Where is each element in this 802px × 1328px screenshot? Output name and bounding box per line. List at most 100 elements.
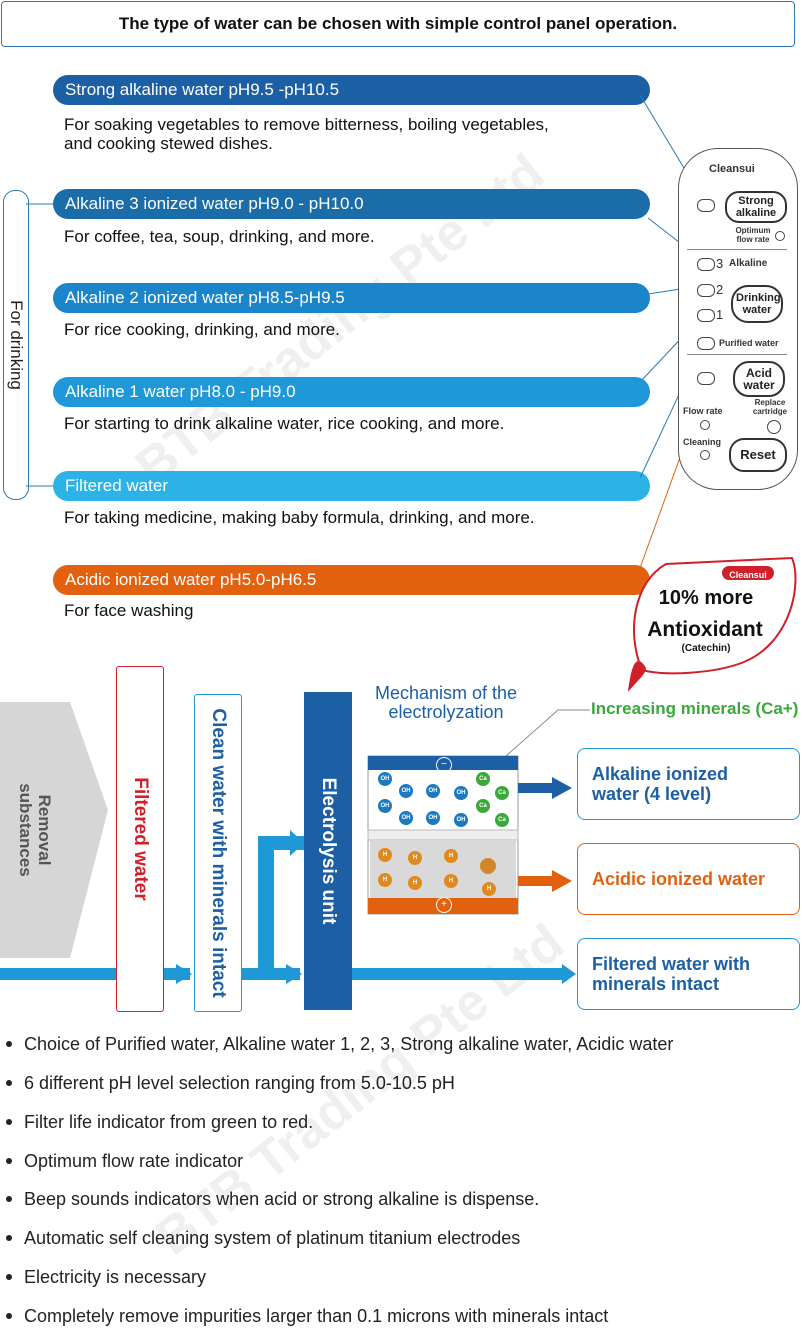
- water-type-label: Acidic ionized water pH5.0-pH6.5: [65, 570, 317, 589]
- desc-line: and cooking stewed dishes.: [64, 134, 273, 153]
- feature-text: 6 different pH level selection ranging f…: [24, 1073, 455, 1093]
- hydrogen-ion: H: [444, 874, 458, 888]
- hydrogen-ion: H: [408, 851, 422, 865]
- hydrogen-ion: H: [378, 873, 392, 887]
- badge-line-1: 10% more: [658, 587, 754, 609]
- replace-cartridge-indicator: [767, 420, 781, 434]
- water-type-label: Filtered water: [65, 476, 168, 495]
- water-type-bar-alkaline-1: Alkaline 1 water pH8.0 - pH9.0: [53, 377, 650, 407]
- panel-divider: [687, 354, 787, 355]
- feature-text: Automatic self cleaning system of platin…: [24, 1228, 521, 1248]
- hydrogen-ion: H: [444, 849, 458, 863]
- drinking-water-label: Drinking water: [736, 292, 781, 316]
- bullet-dot: [6, 1080, 12, 1086]
- water-type-desc: For rice cooking, drinking, and more.: [64, 320, 340, 339]
- water-type-label: Strong alkaline water pH9.5 -pH10.5: [65, 80, 340, 99]
- output-acidic-text: Acidic ionized water: [592, 869, 766, 889]
- electrode-plus: +: [436, 897, 452, 913]
- feature-text: Optimum flow rate indicator: [24, 1151, 244, 1171]
- level-2-label: 2: [716, 282, 724, 297]
- hydroxide-ion: OH: [426, 811, 440, 825]
- water-type-desc: For soaking vegetables to remove bittern…: [64, 115, 549, 153]
- water-type-bar-alkaline-3: Alkaline 3 ionized water pH9.0 - pH10.0: [53, 189, 650, 219]
- water-molecule: [480, 858, 496, 874]
- electrolysis-unit: Electrolysis unit: [304, 692, 352, 1010]
- panel-divider: [687, 249, 787, 250]
- cleaning-indicator: [700, 450, 710, 460]
- bullet-dot: [6, 1313, 12, 1319]
- calcium-ion: Ca: [476, 799, 490, 813]
- hydrogen-ion: H: [482, 882, 496, 896]
- water-type-bar-filtered: Filtered water: [53, 471, 650, 501]
- water-type-desc: For coffee, tea, soup, drinking, and mor…: [64, 227, 375, 246]
- strong-alkaline-button[interactable]: Strong alkaline: [725, 191, 787, 223]
- acid-water-label: Acid water: [743, 366, 775, 392]
- water-type-bar-acidic: Acidic ionized water pH5.0-pH6.5: [53, 565, 650, 595]
- removal-substances-label: Removal substances: [0, 702, 70, 958]
- filtered-water-text: Filtered water: [130, 777, 151, 901]
- output-filtered-water: Filtered water with minerals intact: [577, 938, 800, 1010]
- optimum-flow-rate-label: Optimum flow rate: [735, 226, 771, 244]
- clean-water-text: Clean water with minerals intact: [208, 708, 229, 998]
- electrolysis-unit-text: Electrolysis unit: [318, 777, 339, 925]
- bullet-dot: [6, 1158, 12, 1164]
- mechanism-title: Mechanism of the electrolyzation: [358, 684, 534, 722]
- reset-button[interactable]: Reset: [729, 438, 787, 472]
- hydroxide-ion: OH: [378, 799, 392, 813]
- desc-line: For taking medicine, making baby formula…: [64, 508, 535, 527]
- badge-line-3: (Catechin): [681, 643, 731, 654]
- hydroxide-ion: OH: [399, 811, 413, 825]
- acid-water-button[interactable]: Acid water: [733, 361, 785, 397]
- antioxidant-badge: [628, 556, 797, 692]
- bullet-dot: [6, 1119, 12, 1125]
- calcium-ion: Ca: [495, 813, 509, 827]
- flow-rate-label: Flow rate: [683, 406, 723, 416]
- led-acid-water: [697, 372, 715, 385]
- led-alkaline-2: [697, 284, 715, 297]
- header-banner: The type of water can be chosen with sim…: [1, 1, 795, 47]
- cleaning-label: Cleaning: [683, 437, 722, 447]
- bracket-connectors: [26, 203, 54, 487]
- feature-text: Filter life indicator from green to red.: [24, 1112, 314, 1132]
- feature-text: Completely remove impurities larger than…: [24, 1306, 609, 1326]
- water-type-label: Alkaline 3 ionized water pH9.0 - pH10.0: [65, 194, 364, 213]
- water-type-label: Alkaline 1 water pH8.0 - pH9.0: [65, 382, 296, 401]
- bullet-dot: [6, 1274, 12, 1280]
- hydroxide-ion: OH: [378, 772, 392, 786]
- filtered-water-box: Filtered water: [116, 666, 164, 1012]
- alkaline-label: Alkaline: [729, 258, 768, 269]
- bullet-dot: [6, 1196, 12, 1202]
- increasing-minerals-label: Increasing minerals (Ca+): [591, 699, 799, 718]
- desc-line: For rice cooking, drinking, and more.: [64, 320, 340, 339]
- flow-rate-indicator: [700, 420, 710, 430]
- desc-line: For soaking vegetables to remove bittern…: [64, 115, 549, 134]
- hydroxide-ion: OH: [426, 784, 440, 798]
- bullet-dot: [6, 1041, 12, 1047]
- mechanism-text: Mechanism of the electrolyzation: [374, 683, 518, 722]
- led-purified-water: [697, 337, 715, 350]
- feature-text: Beep sounds indicators when acid or stro…: [24, 1189, 540, 1209]
- led-strong-alkaline: [697, 199, 715, 212]
- led-alkaline-3: [697, 258, 715, 271]
- for-drinking-bracket: For drinking: [3, 190, 29, 500]
- clean-water-box: Clean water with minerals intact: [194, 694, 242, 1012]
- output-acidic-ionized: Acidic ionized water: [577, 843, 800, 915]
- strong-alkaline-label: Strong alkaline: [735, 195, 777, 219]
- water-type-bar-alkaline-2: Alkaline 2 ionized water pH8.5-pH9.5: [53, 283, 650, 313]
- badge-line-2: Antioxidant: [647, 618, 763, 641]
- hydroxide-ion: OH: [454, 786, 468, 800]
- replace-cartridge-label: Replace cartridge: [752, 398, 788, 416]
- drinking-water-button[interactable]: Drinking water: [731, 285, 783, 323]
- reset-label: Reset: [740, 447, 776, 462]
- water-type-label: Alkaline 2 ionized water pH8.5-pH9.5: [65, 288, 345, 307]
- led-alkaline-1: [697, 309, 715, 322]
- hydroxide-ion: OH: [454, 813, 468, 827]
- optimum-flow-rate-indicator: [775, 231, 785, 241]
- water-type-desc: For taking medicine, making baby formula…: [64, 508, 535, 527]
- hydrogen-ion: H: [408, 876, 422, 890]
- output-alkaline-ionized: Alkaline ionized water (4 level): [577, 748, 800, 820]
- purified-water-label: Purified water: [719, 338, 779, 348]
- calcium-ion: Ca: [476, 772, 490, 786]
- water-type-desc: For face washing: [64, 601, 193, 620]
- desc-line: For coffee, tea, soup, drinking, and mor…: [64, 227, 375, 246]
